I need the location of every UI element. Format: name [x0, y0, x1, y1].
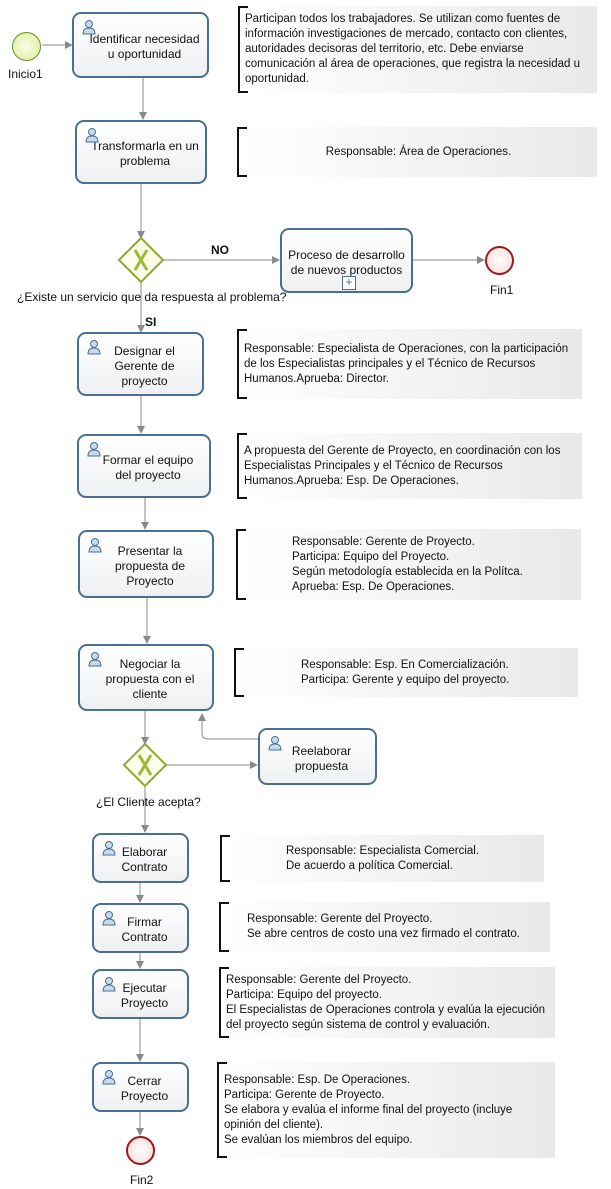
- start-event-label: Inicio1: [8, 67, 43, 81]
- task-identificar-necesidad[interactable]: Identificar necesidad u oportunidad: [72, 12, 209, 78]
- user-icon: [87, 442, 101, 457]
- task-negociar-propuesta[interactable]: Negociar la propuesta con el cliente: [78, 644, 214, 711]
- annotation-bracket: [237, 127, 247, 177]
- annotation-bracket: [237, 329, 247, 399]
- task-proceso-desarrollo[interactable]: Proceso de desarrollo de nuevos producto…: [280, 228, 413, 293]
- annotation-firmar: Responsable: Gerente del Proyecto.Se abr…: [219, 902, 550, 952]
- task-label: Cerrar Proyecto: [120, 1074, 169, 1103]
- annotation-ejecutar: Responsable: Gerente del Proyecto.Partic…: [219, 967, 555, 1038]
- annotation-bracket: [217, 1062, 227, 1158]
- end-event-final: [126, 1136, 155, 1165]
- annotation-designar: Responsable: Especialista de Operaciones…: [237, 329, 582, 399]
- task-label: Elaborar Contrato: [121, 845, 168, 874]
- annotation-identificar: Participan todos los trabajadores. Se ut…: [238, 6, 597, 93]
- user-icon: [102, 841, 116, 856]
- annotation-bracket: [219, 902, 229, 952]
- user-icon: [102, 1070, 116, 1085]
- annotation-text: Responsable: Gerente del Proyecto.Se abr…: [247, 913, 520, 940]
- task-ejecutar-proyecto[interactable]: Ejecutar Proyecto: [92, 969, 189, 1019]
- task-cerrar-proyecto[interactable]: Cerrar Proyecto: [92, 1062, 189, 1112]
- end-event-new-products: [485, 246, 514, 275]
- annotation-text: A propuesta del Gerente de Proyecto, en …: [244, 444, 561, 487]
- task-label: Formar el equipo del proyecto: [102, 453, 194, 482]
- gateway-1: [117, 236, 165, 284]
- annotation-transformar: Responsable: Área de Operaciones.: [237, 127, 597, 177]
- gateway-2-question: ¿El Cliente acepta?: [96, 795, 201, 809]
- annotation-bracket: [236, 529, 246, 600]
- user-icon: [268, 736, 282, 751]
- task-designar-gerente[interactable]: Designar el Gerente de proyecto: [77, 332, 204, 396]
- task-label: Identificar necesidad u oportunidad: [89, 32, 200, 61]
- annotation-text: Responsable: Gerente de Proyecto.Partici…: [292, 535, 523, 593]
- task-label: Presentar la propuesta de Proyecto: [114, 543, 186, 588]
- gateway-1-no-label: NO: [211, 243, 229, 257]
- task-presentar-propuesta[interactable]: Presentar la propuesta de Proyecto: [78, 530, 214, 598]
- task-label: Firmar Contrato: [121, 915, 168, 944]
- start-event: [12, 32, 41, 61]
- task-firmar-contrato[interactable]: Firmar Contrato: [92, 903, 189, 953]
- annotation-formar: A propuesta del Gerente de Proyecto, en …: [237, 433, 582, 499]
- annotation-text: Responsable: Esp. De Operaciones.Partici…: [224, 1073, 513, 1146]
- task-label: Transformarla en un problema: [91, 139, 199, 168]
- user-icon: [102, 911, 116, 926]
- annotation-bracket: [220, 835, 230, 882]
- annotation-text: Responsable: Gerente del Proyecto.Partic…: [226, 973, 545, 1031]
- annotation-elaborar: Responsable: Especialista Comercial.De a…: [220, 835, 544, 882]
- task-label: Ejecutar Proyecto: [120, 981, 169, 1010]
- annotation-text: Responsable: Área de Operaciones.: [325, 145, 512, 158]
- gateway-2: [122, 742, 168, 788]
- gateway-1-question: ¿Existe un servicio que da respuesta al …: [17, 290, 287, 304]
- annotation-bracket: [237, 433, 247, 499]
- annotation-negociar: Responsable: Esp. En Comercialización.Pa…: [234, 648, 578, 697]
- task-elaborar-contrato[interactable]: Elaborar Contrato: [92, 833, 189, 883]
- expand-subprocess-icon[interactable]: +: [342, 276, 356, 290]
- user-icon: [102, 977, 116, 992]
- task-label: Designar el Gerente de proyecto: [114, 343, 175, 388]
- annotation-bracket: [238, 6, 248, 93]
- annotation-bracket: [219, 967, 229, 1038]
- user-icon: [88, 538, 102, 553]
- annotation-text: Responsable: Especialista de Operaciones…: [244, 342, 569, 385]
- annotation-bracket: [234, 648, 244, 697]
- end-event-new-products-label: Fin1: [490, 283, 514, 297]
- task-reelaborar-propuesta[interactable]: Reelaborar propuesta: [258, 728, 377, 785]
- end-event-final-label: Fin2: [130, 1173, 154, 1187]
- annotation-text: Responsable: Especialista Comercial.De a…: [286, 844, 480, 872]
- annotation-text: Responsable: Esp. En Comercialización.Pa…: [301, 658, 510, 686]
- user-icon: [85, 128, 99, 143]
- annotation-presentar: Responsable: Gerente de Proyecto.Partici…: [236, 529, 581, 600]
- task-label: Negociar la propuesta con el cliente: [105, 657, 195, 701]
- annotation-cerrar: Responsable: Esp. De Operaciones.Partici…: [217, 1062, 555, 1158]
- gateway-1-yes-label: SI: [145, 315, 157, 329]
- annotation-text: Participan todos los trabajadores. Se ut…: [245, 13, 580, 85]
- task-transformar-problema[interactable]: Transformarla en un problema: [75, 120, 207, 184]
- user-icon: [82, 20, 96, 35]
- task-label: Proceso de desarrollo de nuevos producto…: [288, 247, 405, 277]
- task-label: Reelaborar propuesta: [291, 743, 352, 773]
- user-icon: [88, 652, 102, 667]
- user-icon: [87, 340, 101, 355]
- task-formar-equipo[interactable]: Formar el equipo del proyecto: [77, 434, 211, 498]
